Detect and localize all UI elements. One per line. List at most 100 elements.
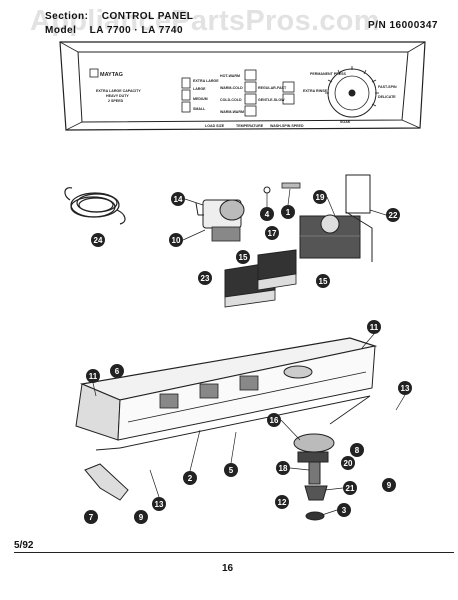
- bottom-label-wash-spin: WASH-SPIN SPEED: [270, 124, 304, 128]
- svg-text:24: 24: [94, 236, 103, 245]
- base-frame-illustration: [75, 337, 378, 501]
- svg-text:16: 16: [270, 416, 279, 425]
- callout-3: 3: [337, 503, 351, 517]
- model-header: Model LA 7700 · LA 7740: [45, 25, 183, 36]
- svg-text:4: 4: [265, 210, 270, 219]
- callout-15-a: 15: [236, 250, 250, 264]
- svg-text:8: 8: [355, 446, 360, 455]
- speed-option-1: REGULAR-FAST: [258, 86, 287, 90]
- callout-20: 20: [341, 456, 355, 470]
- dial-label-3: DELICATE: [378, 95, 396, 99]
- temp-option-1: HOT-WARM: [220, 74, 240, 78]
- callout-21: 21: [343, 481, 357, 495]
- svg-text:19: 19: [316, 193, 325, 202]
- svg-text:20: 20: [344, 459, 353, 468]
- callout-16: 16: [267, 413, 281, 427]
- svg-text:12: 12: [278, 498, 287, 507]
- pump-assembly-illustration: [293, 433, 335, 521]
- svg-text:22: 22: [389, 211, 398, 220]
- callout-23: 23: [198, 271, 212, 285]
- temp-option-2: WARM-COLD: [220, 86, 243, 90]
- switch-assemblies: [224, 249, 297, 308]
- callout-5: 5: [224, 463, 238, 477]
- dial-label-1: PERMANENT PRESS: [310, 72, 347, 76]
- callout-12: 12: [275, 495, 289, 509]
- svg-text:9: 9: [139, 513, 144, 522]
- panel-capacity-line-1: EXTRA LARGE CAPACITY: [96, 89, 141, 93]
- model-label: Model: [45, 25, 77, 36]
- temp-option-3: COLD-COLD: [220, 98, 242, 102]
- page-number: 16: [222, 563, 234, 574]
- panel-capacity-line-3: 2 SPEED: [108, 99, 124, 103]
- callout-leader-lines: [92, 188, 406, 516]
- dial-label-2: FAST-SPIN: [378, 85, 397, 89]
- timer-motor-illustration: [195, 199, 245, 242]
- callout-13-b: 13: [152, 497, 166, 511]
- svg-text:3: 3: [342, 506, 347, 515]
- callout-15-b: 15: [316, 274, 330, 288]
- section-value: CONTROL PANEL: [101, 11, 194, 22]
- svg-text:18: 18: [279, 464, 288, 473]
- watermark-text: AppliancePartsPros.com: [30, 5, 380, 37]
- speed-option-2: GENTLE-SLOW: [258, 98, 285, 102]
- section-header: Section: CONTROL PANEL: [45, 11, 193, 22]
- model-value: LA 7700 · LA 7740: [89, 25, 184, 36]
- svg-text:5: 5: [229, 466, 234, 475]
- svg-text:21: 21: [346, 484, 355, 493]
- temp-option-4: WARM-WARM: [220, 110, 244, 114]
- callout-17: 17: [265, 226, 279, 240]
- bottom-label-load-size: LOAD SIZE: [205, 124, 225, 128]
- svg-text:13: 13: [155, 500, 164, 509]
- footer-rule: [14, 552, 454, 553]
- svg-text:15: 15: [319, 277, 328, 286]
- callout-1: 1: [281, 205, 295, 219]
- svg-text:1: 1: [286, 208, 291, 217]
- callout-24: 24: [91, 233, 105, 247]
- callout-2: 2: [183, 471, 197, 485]
- load-option-medium: MEDIUM: [193, 97, 208, 101]
- callout-22: 22: [386, 208, 400, 222]
- svg-text:17: 17: [268, 229, 277, 238]
- callout-4: 4: [260, 207, 274, 221]
- panel-brand: MAYTAG: [100, 72, 123, 78]
- callout-7: 7: [84, 510, 98, 524]
- part-number-header: P/N 16000347: [368, 20, 438, 31]
- svg-text:10: 10: [172, 236, 181, 245]
- svg-text:11: 11: [89, 372, 98, 381]
- svg-text:9: 9: [387, 481, 392, 490]
- rinse-label: EXTRA RINSE: [303, 89, 328, 93]
- panel-capacity-line-2: HEAVY DUTY: [106, 94, 129, 98]
- callout-19: 19: [313, 190, 327, 204]
- callout-11-a: 11: [367, 320, 381, 334]
- bottom-label-temperature: TEMPERATURE: [236, 124, 264, 128]
- svg-text:13: 13: [401, 384, 410, 393]
- callout-8: 8: [350, 443, 364, 457]
- callout-9-a: 9: [382, 478, 396, 492]
- part-number-value: 16000347: [389, 20, 438, 31]
- callout-11-b: 11: [86, 369, 100, 383]
- svg-text:7: 7: [89, 513, 94, 522]
- dial-label-4: SOAK: [340, 120, 351, 124]
- load-option-extra: EXTRA LARGE: [193, 79, 219, 83]
- part-number-label: P/N: [368, 20, 387, 31]
- load-option-large: LARGE: [193, 87, 206, 91]
- callout-bubbles: 24 14 10 4 1 19 22 15 17 23 15 11 6 11 1…: [84, 190, 412, 524]
- svg-text:6: 6: [115, 367, 120, 376]
- callout-18: 18: [276, 461, 290, 475]
- dial-tick-marks: [325, 66, 379, 107]
- svg-text:2: 2: [188, 474, 193, 483]
- callout-6: 6: [110, 364, 124, 378]
- svg-text:15: 15: [239, 253, 248, 262]
- load-option-small: SMALL: [193, 107, 206, 111]
- svg-text:11: 11: [370, 323, 379, 332]
- section-label: Section:: [45, 11, 89, 22]
- svg-text:23: 23: [201, 274, 210, 283]
- callout-9-b: 9: [134, 510, 148, 524]
- small-hardware: [263, 182, 301, 194]
- callout-13-a: 13: [398, 381, 412, 395]
- wire-harness-coil: [64, 187, 126, 225]
- revision-date: 5/92: [14, 540, 34, 551]
- svg-text:14: 14: [174, 195, 183, 204]
- callout-10-a: 10: [169, 233, 183, 247]
